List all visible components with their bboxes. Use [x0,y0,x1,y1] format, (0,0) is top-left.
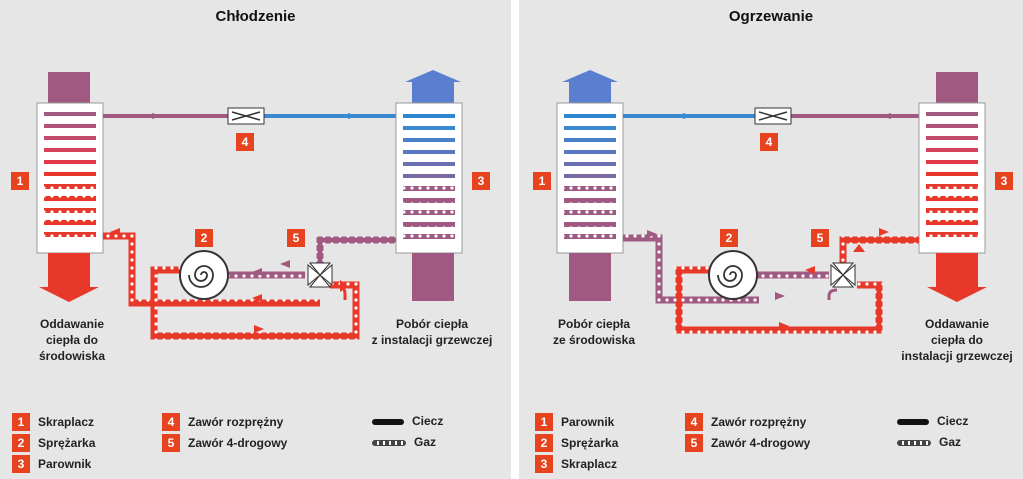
air-duct-top-left [569,82,611,104]
heat-out-arrow [927,253,987,302]
air-duct-bottom-left [569,253,611,301]
compressor [179,250,229,300]
heating-title: Ogrzewanie [728,8,814,25]
air-duct-bottom-right [412,253,454,301]
liquid-line-icon [897,418,929,425]
heat-release-caption: Oddawanie ciepła do instalacji grzewczej [901,317,1013,363]
heat-intake-caption: Pobór ciepła ze środowiska [552,317,636,347]
air-duct-top-left [48,72,90,104]
condenser-coils [44,112,96,237]
legend-liquid: Ciecz [897,414,968,428]
four-way-valve [830,262,856,288]
air-duct-top-right [936,72,978,104]
badge-3: 3 [995,172,1013,190]
badge-2: 2 [720,229,738,247]
badge-5: 5 [811,229,829,247]
badge-1: 1 [11,172,29,190]
compressor [708,250,758,300]
evaporator-coils [564,114,616,239]
cooling-panel: Chłodzenie 1 2 3 4 5 Oddawanie ciepła do… [0,0,511,479]
legend-gas: Gaz [372,435,436,449]
gas-line-icon [372,439,406,446]
condenser-coils [926,112,978,237]
heating-panel: Ogrzewanie 1 2 3 4 5 Pobór ciepła ze śro… [519,0,1023,479]
badge-2: 2 [195,229,213,247]
heating-diagram [556,70,987,334]
air-duct-top-right [412,82,454,104]
cooling-diagram [36,70,463,340]
badge-1: 1 [533,172,551,190]
four-way-valve [307,262,333,288]
badge-3: 3 [472,172,490,190]
legend-gas: Gaz [897,435,961,449]
heat-out-arrow [39,253,99,302]
heat-up-arrow [405,70,461,82]
heat-intake-caption: Pobór ciepła z instalacji grzewczej [371,317,493,347]
badge-5: 5 [287,229,305,247]
heat-release-caption: Oddawanie ciepła do środowiska [38,317,106,363]
liquid-line-icon [372,418,404,425]
badge-4: 4 [236,133,254,151]
cooling-title: Chłodzenie [215,8,296,25]
legend-liquid: Ciecz [372,414,443,428]
gas-line-icon [897,439,931,446]
evaporator-coils [403,114,455,239]
heat-up-arrow [562,70,618,82]
badge-4: 4 [760,133,778,151]
